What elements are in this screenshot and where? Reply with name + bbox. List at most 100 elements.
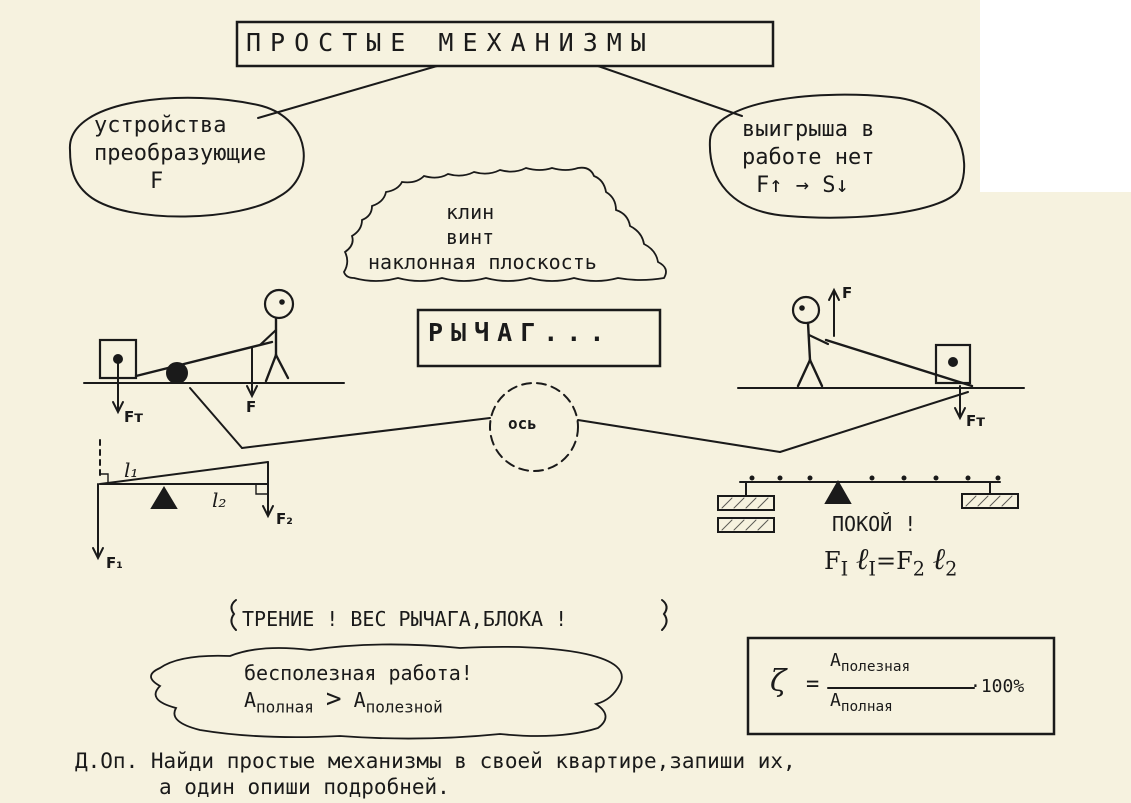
cloud-text: клин винт наклонная плоскость <box>368 200 597 275</box>
label-ft-right: Fт <box>966 412 985 430</box>
efficiency-box <box>746 636 1056 736</box>
eq-l1: ℓ <box>855 542 869 577</box>
left-plank <box>134 340 274 378</box>
lever1-f2-arrowhead <box>262 505 274 519</box>
left-person-leg1 <box>264 353 278 383</box>
right-person-leg2 <box>808 358 824 388</box>
useless-a2: A <box>353 688 366 712</box>
eq-equals: =F <box>875 547 913 575</box>
left-person-leg2 <box>274 353 290 380</box>
equilibrium-formula: FI ℓI=F2 ℓ2 <box>824 542 957 581</box>
cloud-outline <box>343 166 667 282</box>
label-f2: F₂ <box>276 510 293 528</box>
right-weight-dot <box>948 357 958 367</box>
label-f-right: F <box>842 284 853 302</box>
label-ft-left: Fт <box>124 408 143 426</box>
right-bubble-line-3: F↑ → S↓ <box>756 173 849 198</box>
weight-hatching <box>721 495 1013 531</box>
cloud-line-2: винт <box>446 225 495 249</box>
homework-line-2: а один опиши подробней. <box>159 775 450 799</box>
axis-link-left <box>189 387 243 449</box>
friction-text: ТРЕНИЕ ! ВЕС РЫЧАГА,БЛОКА ! <box>242 607 568 631</box>
left-ft-arrowhead <box>112 401 124 415</box>
left-person-head <box>263 288 295 320</box>
left-person-eye <box>279 299 285 305</box>
right-person-eye <box>799 305 805 311</box>
efficiency-equals: = <box>806 672 820 697</box>
efficiency-symbol: ζ <box>770 664 787 699</box>
right-bubble-line-1: выигрыша в <box>742 117 875 142</box>
right-bubble-line-2: работе нет <box>742 145 875 170</box>
useless-a1-sub: полная <box>256 697 314 717</box>
eq-f2-sub: 2 <box>912 557 925 581</box>
equilibrium-calm: ПОКОЙ ! <box>832 512 917 536</box>
useless-a1: A <box>244 688 257 712</box>
efficiency-denominator: Aполная <box>830 690 893 715</box>
lever-heading: РЫЧАГ... <box>428 318 613 347</box>
eq-l2: ℓ <box>932 542 946 577</box>
friction-brace-right <box>661 599 668 631</box>
efficiency-den-a: A <box>830 690 841 711</box>
axis-label: ось <box>508 414 537 433</box>
right-ft-arrowhead <box>954 407 966 421</box>
lever-box <box>416 308 662 368</box>
useless-gt: > <box>325 684 342 714</box>
eq-f1: F <box>824 547 841 575</box>
balance-right-weight <box>961 493 1019 509</box>
left-bubble-line-1: устройства <box>94 113 227 138</box>
balance-ticks <box>749 475 1001 481</box>
title-box <box>235 20 775 68</box>
axis-link-right-2 <box>779 391 969 453</box>
left-bubble-text: устройства преобразующие F <box>94 112 266 196</box>
right-f-arrowhead <box>828 287 840 301</box>
friction-brace-left <box>230 599 237 631</box>
left-bubble-line-2: преобразующие <box>94 141 267 166</box>
right-weight-box <box>934 343 972 385</box>
eq-l2-sub: 2 <box>945 557 958 581</box>
balance-left-weight-1 <box>717 495 775 511</box>
right-bubble-outline <box>708 93 966 219</box>
useless-blob <box>150 643 623 740</box>
axis-link-left-2 <box>241 417 491 449</box>
axis-link-right <box>577 419 781 453</box>
eq-f1-sub: I <box>840 557 849 581</box>
lever1-f1-arrowhead <box>92 547 104 561</box>
efficiency-num-a: A <box>830 650 841 671</box>
lever1-left-angle <box>99 473 109 485</box>
useless-work-text: бесполезная работа! Aполная > Aполезной <box>244 660 473 721</box>
cloud-line-3: наклонная плоскость <box>368 250 597 274</box>
right-person-head <box>791 295 821 325</box>
label-l2: l₂ <box>212 488 227 512</box>
efficiency-den-sub: полная <box>840 699 893 716</box>
connector-left <box>257 65 438 119</box>
lever1-beam-top <box>99 461 269 485</box>
balance-left-weight-2 <box>717 517 775 533</box>
connector-right <box>597 65 743 117</box>
label-f1: F₁ <box>106 554 123 572</box>
efficiency-numerator: Aполезная <box>830 650 910 675</box>
useless-line-2: Aполная > Aполезной <box>244 686 473 721</box>
right-person-body <box>806 321 812 362</box>
lever1-fulcrum <box>150 486 178 509</box>
useless-line-1: бесполезная работа! <box>244 661 473 685</box>
homework-line-1: Д.Оп. Найди простые механизмы в своей кв… <box>75 749 796 773</box>
left-person-arm <box>258 328 278 347</box>
balance-fulcrum <box>824 479 852 504</box>
left-bubble-line-3: F <box>150 169 164 194</box>
right-plank <box>824 338 974 388</box>
left-bubble-outline <box>68 96 305 218</box>
right-person-arm <box>807 333 830 346</box>
right-person-leg1 <box>796 358 812 388</box>
label-l1: l₁ <box>124 458 139 482</box>
left-f-arrowhead <box>246 385 258 399</box>
eq-l1-sub: I <box>868 557 876 581</box>
label-f-left: F <box>246 398 257 416</box>
axis-circle <box>489 382 579 472</box>
right-bubble-text: выигрыша в работе нет F↑ → S↓ <box>742 116 874 200</box>
page-title: ПРОСТЫЕ МЕХАНИЗМЫ <box>246 28 655 57</box>
useless-a2-sub: полезной <box>365 697 443 717</box>
homework-text: Д.Оп. Найди простые механизмы в своей кв… <box>75 748 796 800</box>
